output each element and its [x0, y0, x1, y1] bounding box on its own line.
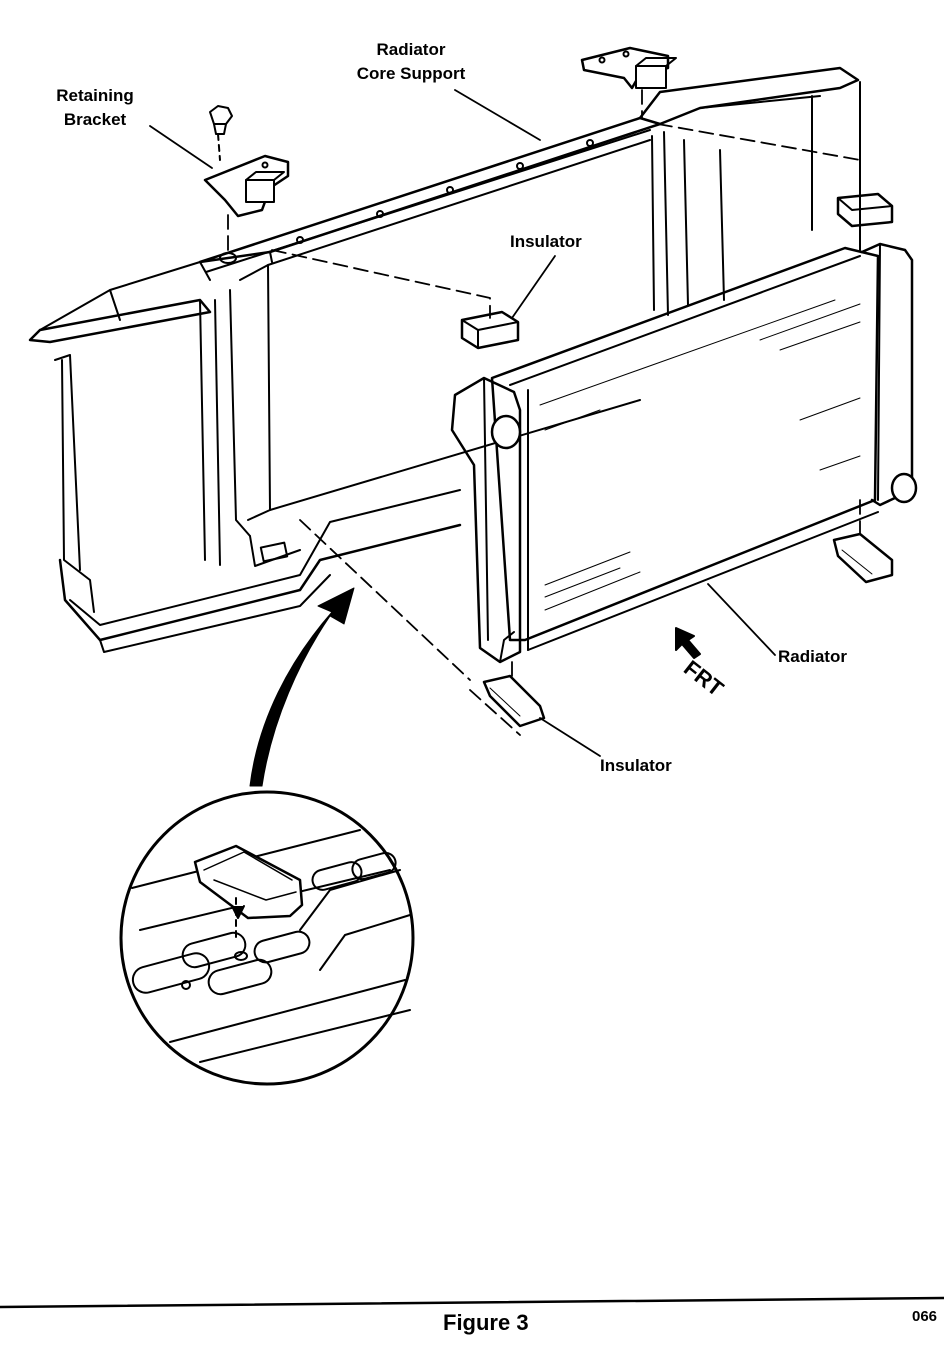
- insulator-lower-right: [832, 532, 894, 584]
- figure-code: 066: [912, 1308, 938, 1325]
- insulator-upper-right: [836, 192, 894, 228]
- footer-rule: [0, 1296, 944, 1309]
- retaining-bracket-left: [203, 154, 290, 218]
- detail-pointer-arrow: [249, 587, 355, 787]
- label-core-support-line2: Core Support: [356, 64, 466, 83]
- retaining-bracket-right: [580, 46, 677, 90]
- label-retaining-bracket-line1: Retaining: [56, 86, 134, 105]
- label-radiator-core-support: Radiator Core Support: [336, 38, 486, 86]
- core-support-frame: [28, 66, 861, 653]
- leader-lines: [149, 89, 776, 757]
- radiator-body: [450, 242, 918, 664]
- insulator-upper-left: [460, 310, 520, 350]
- label-radiator: Radiator: [778, 647, 847, 666]
- detail-magnified-view: [119, 790, 415, 1086]
- label-retaining-bracket-line2: Bracket: [63, 110, 127, 129]
- label-insulator-lower: Insulator: [600, 756, 672, 775]
- alignment-lines: [227, 89, 861, 736]
- label-insulator-upper: Insulator: [510, 232, 582, 251]
- label-retaining-bracket: Retaining Bracket: [40, 84, 150, 132]
- insulator-lower-left: [482, 674, 546, 728]
- label-core-support-line1: Radiator: [376, 40, 446, 59]
- front-direction-arrow: [675, 627, 701, 659]
- figure-caption: Figure 3: [443, 1310, 529, 1335]
- bolt-icon: [209, 105, 233, 161]
